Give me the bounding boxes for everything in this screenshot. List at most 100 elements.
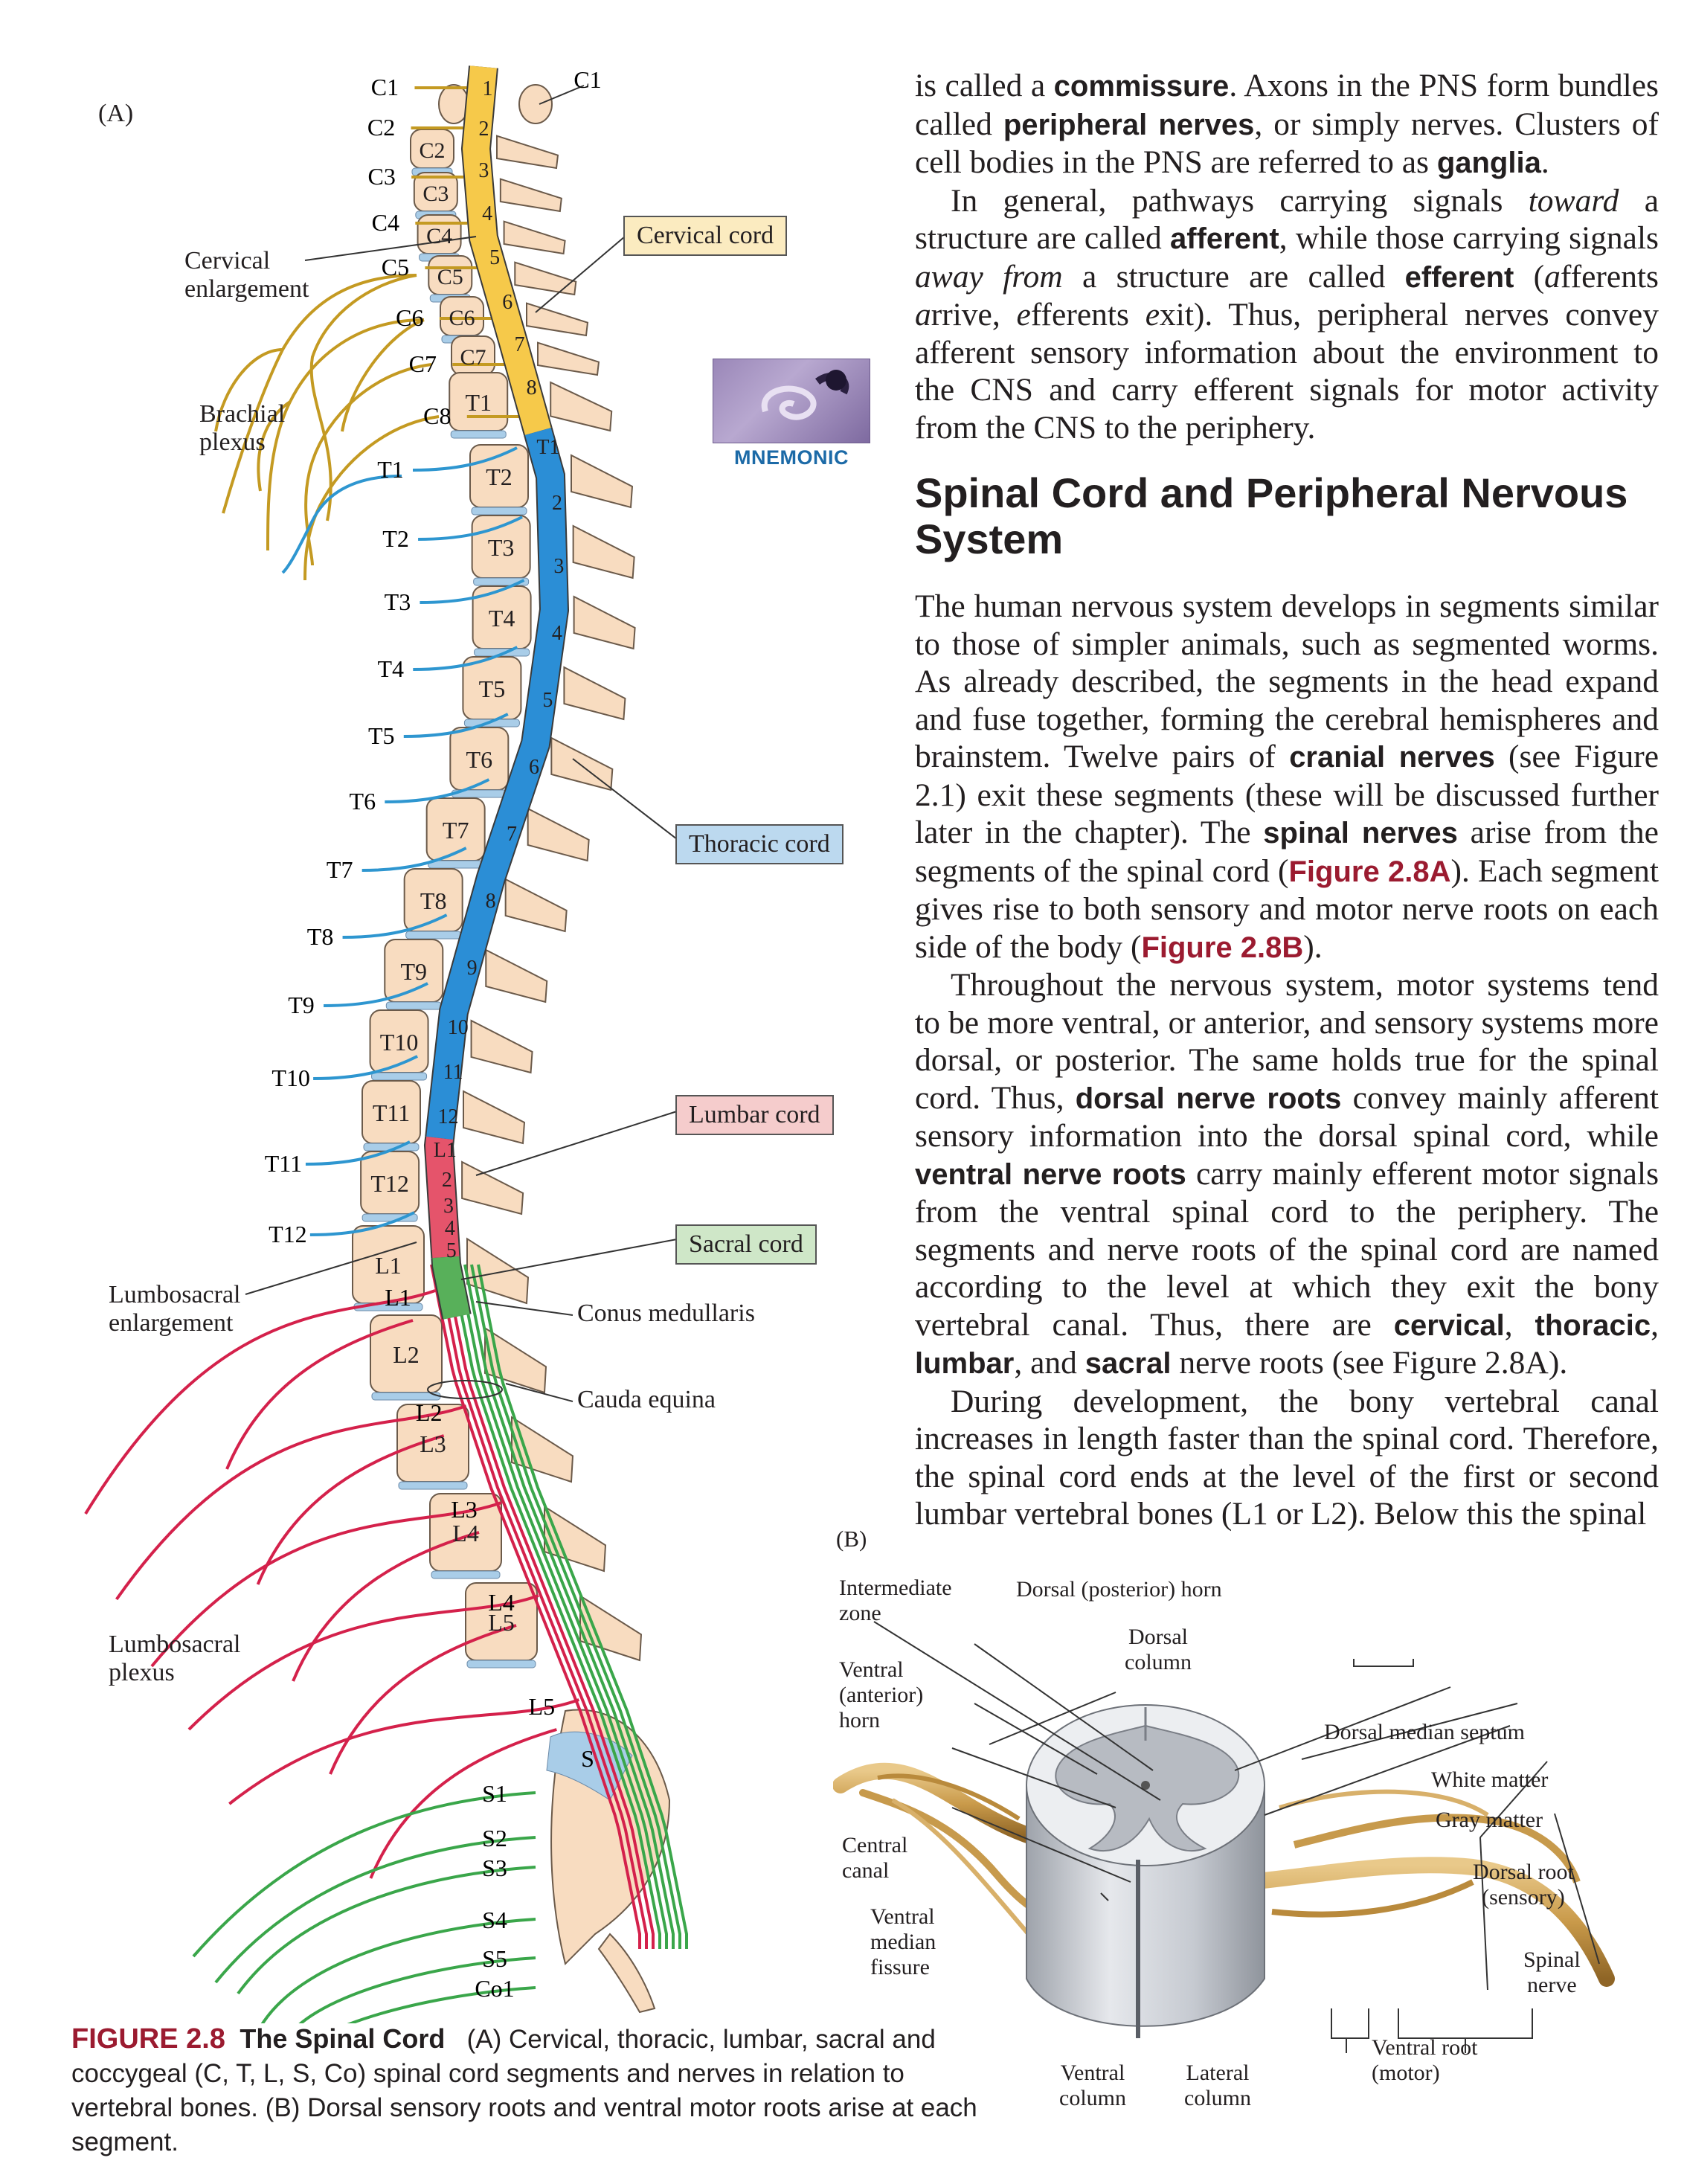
lumbar-nerve-branch: [256, 1434, 445, 1585]
thoracic-nerve: [313, 1055, 419, 1080]
cauda-equina-fiber: [463, 1264, 675, 1949]
cauda-equina-label: Cauda equina: [577, 1386, 716, 1413]
brachial-plexus-nerve: [214, 348, 283, 432]
lumbar-nerve: [228, 1698, 580, 1805]
nerve-label: T9: [288, 992, 315, 1018]
sacral-cord-leader: [460, 1239, 678, 1280]
term-sacral: sacral: [1084, 1347, 1172, 1380]
spinous-process: [499, 178, 562, 213]
cord-segment-number: 2: [479, 118, 489, 141]
thoracic-nerve: [412, 446, 518, 472]
vertebra-label: L5: [488, 1609, 515, 1636]
lumbar-nerve-branch: [329, 1624, 517, 1775]
t1-plexus-branch: [281, 475, 402, 574]
term-spinal-nerves: spinal nerves: [1263, 817, 1458, 849]
brachial-plexus-text: Brachial plexus: [199, 400, 286, 456]
thoracic-nerve: [342, 913, 448, 939]
panel-b-label: (B): [836, 1526, 867, 1552]
text-run: ,: [1651, 1306, 1659, 1343]
coccyx: [597, 1933, 656, 2014]
spinous-process: [572, 524, 635, 579]
spinous-process: [563, 666, 626, 721]
nerve-label: S5: [482, 1945, 507, 1972]
text-run: is called a: [915, 68, 1054, 103]
text-run: During development, the bony vertebral c…: [915, 1383, 1659, 1532]
sacral-nerve: [260, 1918, 536, 2023]
intervertebral-disc: [398, 1481, 468, 1490]
lumbar-cord-callout: Lumbar cord: [675, 1095, 834, 1135]
sacral-nerve: [347, 1986, 536, 2023]
nerve-label: C8: [423, 402, 451, 429]
mnemonic-badge[interactable]: MNEMONIC: [713, 359, 870, 469]
vertebra-label: T9: [401, 958, 428, 985]
nerve-label: C2: [367, 114, 395, 141]
spinous-process: [514, 261, 577, 296]
thoracic-nerve: [413, 646, 518, 671]
intervertebral-disc: [428, 860, 484, 869]
intervertebral-disc: [466, 1660, 536, 1668]
spinal-cord-cross-section-figure-b: [833, 1621, 1615, 2053]
term-efferent: efferent: [1404, 260, 1514, 294]
vertebra-label: L2: [393, 1341, 420, 1368]
cord-segment-number: 5: [489, 246, 500, 269]
lumbar-nerve-branch: [369, 1728, 557, 1879]
brachial-plexus-nerve: [304, 363, 432, 566]
dorsal-median-septum-label: Dorsal median septum: [1324, 1720, 1525, 1744]
vertebra-label: T1: [465, 389, 492, 416]
cervical-enlargement-leader: [304, 236, 477, 261]
ventral-median-fissure-text: Ventral median fissure: [870, 1904, 936, 1979]
vertebra-label: T8: [420, 887, 447, 914]
text-run: a structure are called: [915, 182, 1659, 257]
nerve-label: C6: [396, 304, 423, 331]
cauda-equina-fiber: [450, 1264, 661, 1949]
text-run: In general, pathways carrying signals: [951, 182, 1529, 219]
intervertebral-disc: [405, 931, 462, 940]
cord-segment-number: 6: [502, 291, 512, 314]
nerve-labels: C1C2C3C4C5C6C7C8C1T1T2T3T4T5T6T7T8T9T10T…: [265, 66, 602, 2002]
c1-right-leader: [539, 85, 585, 105]
spinal-nerves: [84, 86, 688, 2023]
spinous-process: [511, 1416, 574, 1483]
term-peripheral-nerves: peripheral nerves: [1003, 108, 1255, 141]
thoracic-nerve: [385, 778, 490, 803]
paragraph-development: During development, the bony vertebral c…: [915, 1383, 1659, 1533]
lumbar-nerve-branch: [292, 1531, 480, 1682]
figure-reference-link[interactable]: Figure 2.8A: [1288, 855, 1451, 888]
figure-caption: FIGURE 2.8 The Spinal Cord (A) Cervical,…: [71, 2022, 1009, 2159]
spinous-process: [573, 595, 636, 650]
lumbosacral-enlargement-label: Lumbosacral enlargement: [109, 1281, 241, 1337]
cord-segment-number: 1: [482, 77, 492, 100]
text-italic: away from: [915, 258, 1063, 295]
text-run: arise from the segments of the spinal co…: [915, 815, 1659, 889]
spinal-cord-segment: [1026, 1704, 1265, 2038]
text-italic: a: [915, 297, 931, 333]
text-run: a structure are called: [1062, 258, 1405, 295]
ventral-root-label: Ventral root (motor): [1372, 2035, 1477, 2086]
figure-caption-text: (A) Cervical, thoracic, lumbar, sacral a…: [71, 2025, 977, 2156]
thoracic-nerve: [403, 713, 509, 738]
brachial-plexus-nerve: [303, 415, 440, 581]
spinous-process: [485, 948, 548, 1003]
conus-medullaris-label: Conus medullaris: [577, 1300, 755, 1327]
lumbar-nerve: [115, 1404, 467, 1601]
vertebra-label: T12: [370, 1170, 409, 1197]
cord-segment-number: 10: [448, 1016, 469, 1039]
vertebra-label: C5: [437, 265, 463, 289]
intervertebral-disc: [371, 1072, 428, 1081]
figure-reference-link[interactable]: Figure 2.8B: [1141, 931, 1304, 964]
lumbosacral-enlargement-text: Lumbosacral enlargement: [109, 1281, 241, 1337]
ventral-root-text: Ventral root (motor): [1372, 2035, 1478, 2085]
central-canal-text: Central canal: [842, 1833, 908, 1883]
dorsal-column-label: Dorsal column: [1125, 1625, 1192, 1675]
lumbosacral-plexus-text: Lumbosacral plexus: [109, 1631, 241, 1686]
cauda-equina-fiber: [470, 1264, 681, 1949]
sacral-cord-callout: Sacral cord: [675, 1224, 817, 1265]
vertebra-label: S: [581, 1745, 594, 1772]
paragraph-segments: The human nervous system develops in seg…: [915, 588, 1659, 966]
spinal-cord: [423, 65, 570, 1320]
nerve-label: C4: [372, 209, 399, 236]
term-lumbar: lumbar: [915, 1347, 1015, 1380]
vertebra-label: C3: [422, 182, 449, 206]
